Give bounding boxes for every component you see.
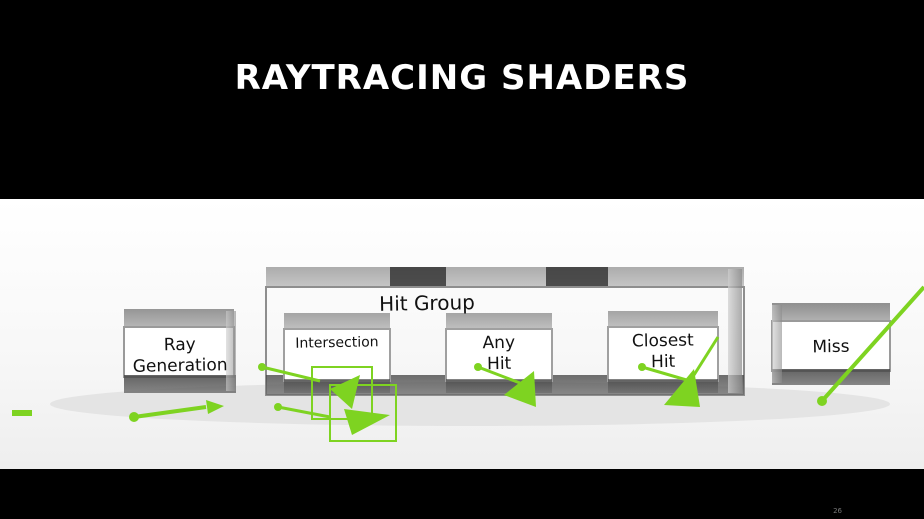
ray-arrow-closest-hit <box>641 365 691 383</box>
ray-generation-label: Ray Generation <box>132 334 228 377</box>
ray-arrow-intersection-1 <box>261 365 321 383</box>
rays <box>12 285 924 442</box>
hit-triangle-4 <box>664 369 700 407</box>
ray-arrow-any-hit <box>477 365 521 385</box>
ray-stub <box>12 410 32 416</box>
hit-triangle-2 <box>344 409 390 435</box>
hit-triangle-3 <box>504 371 536 407</box>
ray-arrow-generation <box>133 405 207 419</box>
closest-hit-label: Closest Hit <box>631 330 694 373</box>
hit-group-label: Hit Group <box>378 290 476 316</box>
page-number: 26 <box>833 507 842 515</box>
closest-hit-box <box>607 311 719 393</box>
ray-arrow-intersection-2 <box>277 405 331 419</box>
slide-title: RAYTRACING SHADERS <box>234 58 690 98</box>
ray-arrow-miss <box>820 285 924 403</box>
ray-generation-box <box>123 309 236 393</box>
bounding-box-2 <box>329 384 397 442</box>
any-hit-label: Any Hit <box>482 332 516 375</box>
intersection-box <box>283 313 391 393</box>
shader-diagram: Hit Group Ray Generation Intersection An… <box>0 199 924 469</box>
bounding-box-1 <box>311 366 373 420</box>
miss-label: Miss <box>812 336 850 358</box>
intersection-label: Intersection <box>295 334 379 352</box>
hit-triangle-1 <box>330 375 360 409</box>
any-hit-box <box>445 313 553 393</box>
diagram-graphic <box>12 267 924 442</box>
